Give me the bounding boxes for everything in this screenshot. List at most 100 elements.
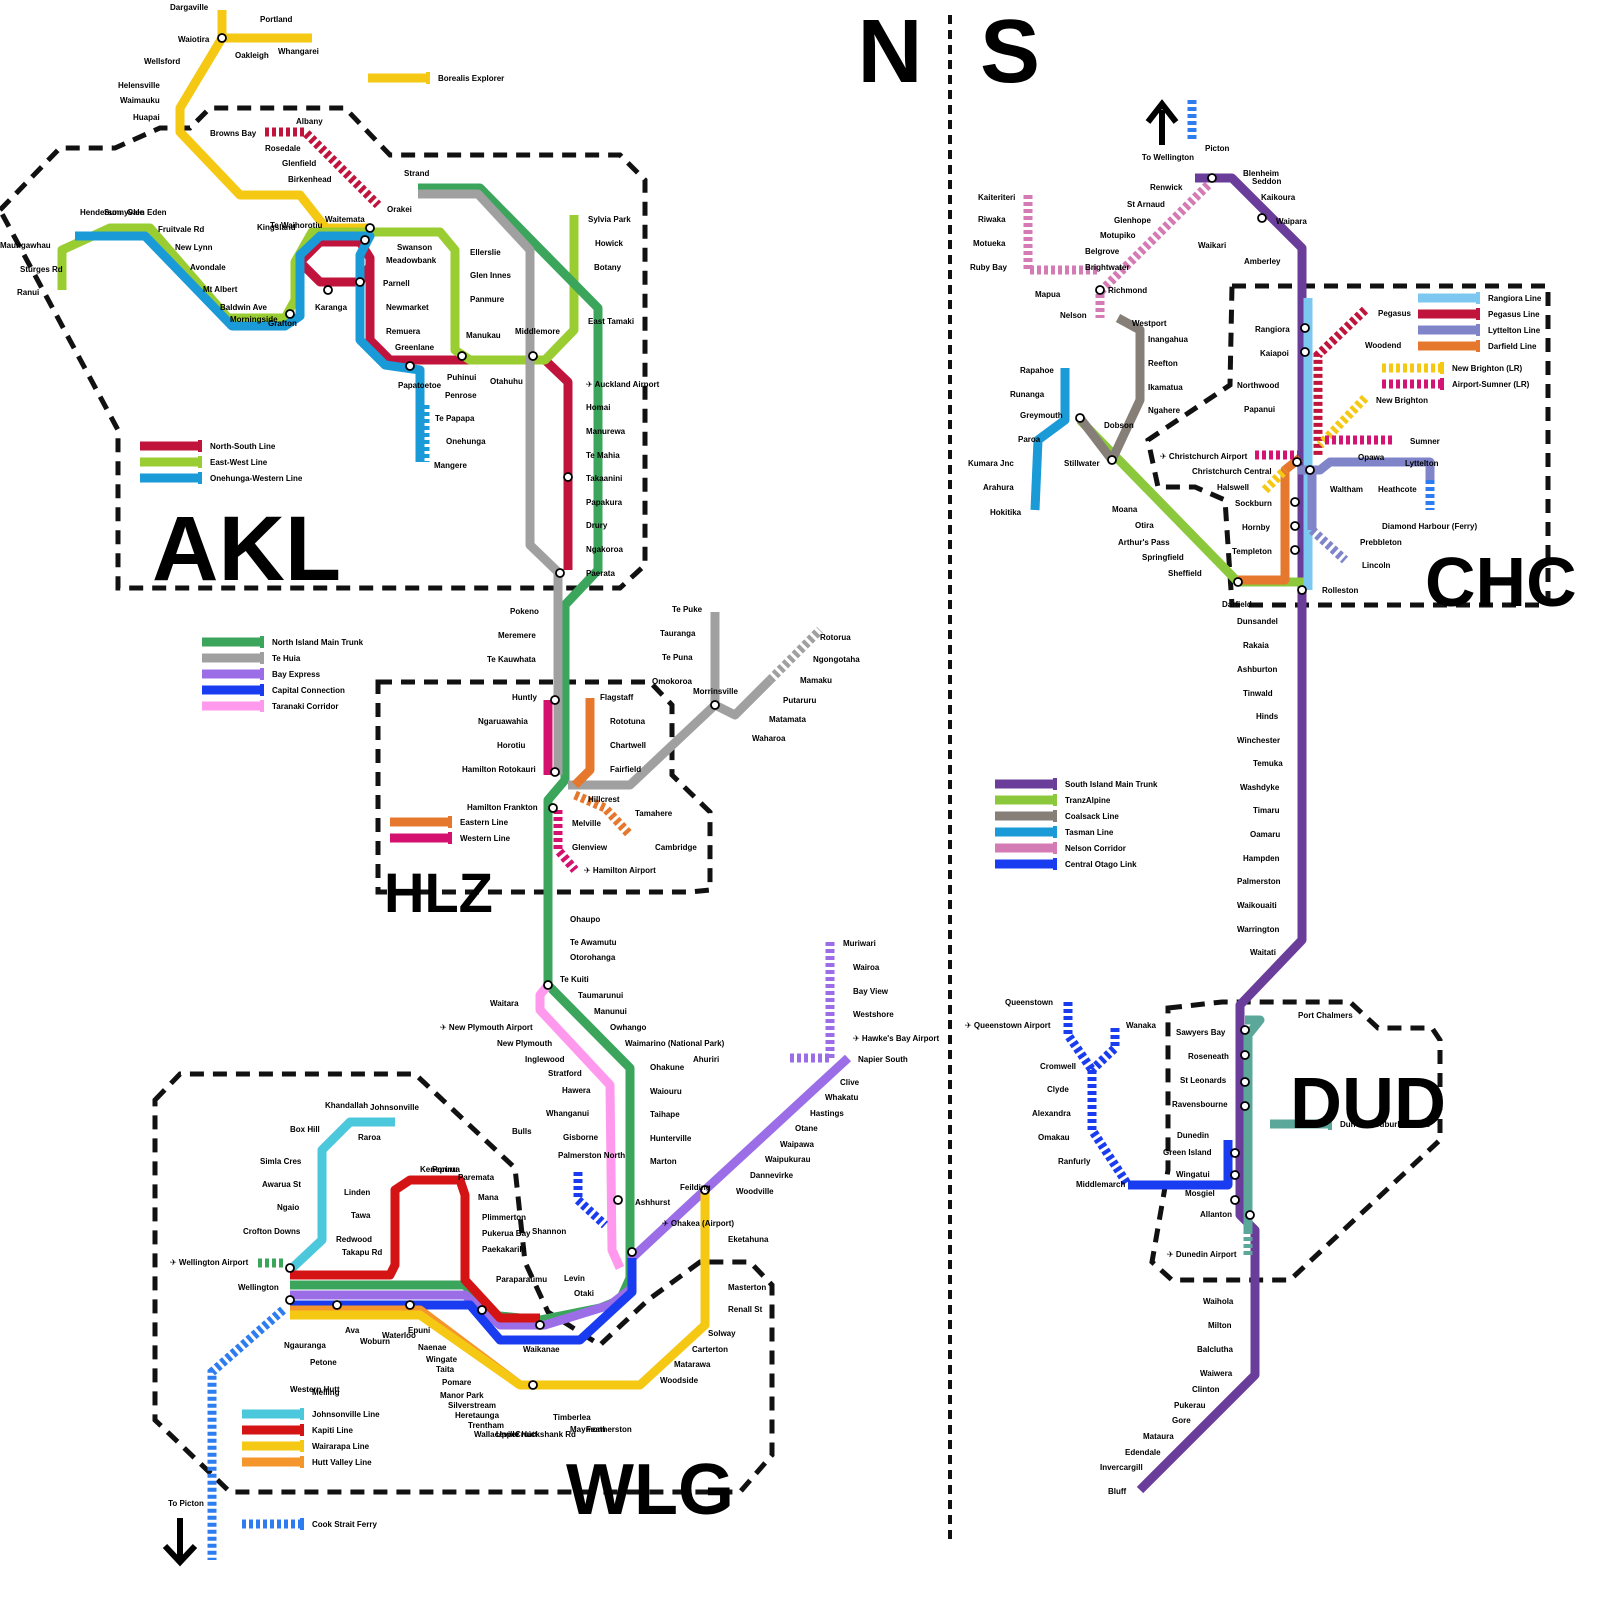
station-label-te-puke: Te Puke [672, 605, 703, 614]
station-label-te-papapa: Te Papapa [435, 414, 475, 423]
interchange-38 [1233, 577, 1243, 587]
station-label-masterton: Masterton [728, 1283, 766, 1292]
station-label-horotiu: Horotiu [497, 741, 526, 750]
line-tasman [1030, 368, 1070, 511]
station-label-seddon: Seddon [1252, 177, 1281, 186]
station-label-wanaka: Wanaka [1126, 1021, 1156, 1030]
station-label-muriwari: Muriwari [843, 939, 876, 948]
station-label-woodend: Woodend [1365, 341, 1401, 350]
station-label-warrington: Warrington [1237, 925, 1279, 934]
legend-label-borealis-explorer: Borealis Explorer [438, 74, 504, 83]
legend-label-pegasus-line: Pegasus Line [1488, 310, 1540, 319]
station-label-hawke-s-bay-airport: ✈ Hawke's Bay Airport [853, 1034, 939, 1043]
interchange-25 [700, 1185, 710, 1195]
station-label-huapai: Huapai [133, 113, 160, 122]
interchange-20 [332, 1300, 342, 1310]
station-label-rakaia: Rakaia [1243, 641, 1269, 650]
station-label-christchurch-central: Christchurch Central [1192, 467, 1272, 476]
station-label-silverstream: Silverstream [448, 1401, 496, 1410]
station-label-ranfurly: Ranfurly [1058, 1157, 1091, 1166]
station-label-manukau: Manukau [466, 331, 501, 340]
station-label-woodside: Woodside [660, 1376, 699, 1385]
station-label-invercargill: Invercargill [1100, 1463, 1143, 1472]
legend-label-bay-express: Bay Express [272, 670, 321, 679]
station-label-motueka: Motueka [973, 239, 1006, 248]
station-label-helensville: Helensville [118, 81, 160, 90]
station-label-rosedale: Rosedale [265, 144, 301, 153]
interchange-0 [217, 33, 227, 43]
station-label-crofton-downs: Crofton Downs [243, 1227, 301, 1236]
legend-label-east-west-line: East-West Line [210, 458, 268, 467]
station-label-cromwell: Cromwell [1040, 1062, 1076, 1071]
station-label-palmerston: Palmerston [1237, 877, 1281, 886]
station-label-linden: Linden [344, 1188, 370, 1197]
station-label-green-island: Green Island [1163, 1148, 1212, 1157]
interchange-12 [550, 767, 560, 777]
station-label-timberlea: Timberlea [553, 1413, 591, 1422]
station-label-greenlane: Greenlane [395, 343, 435, 352]
line-wairarapa [290, 1190, 710, 1390]
interchange-14 [710, 700, 720, 710]
station-label-christchurch-airport: ✈ Christchurch Airport [1160, 452, 1248, 461]
station-label-solway: Solway [708, 1329, 736, 1338]
station-label-remuera: Remuera [386, 327, 421, 336]
station-label-panmure: Panmure [470, 295, 505, 304]
station-label-hornby: Hornby [1242, 523, 1271, 532]
station-label-oamaru: Oamaru [1250, 830, 1280, 839]
station-label-te-awamutu: Te Awamutu [570, 938, 617, 947]
station-label-drury: Drury [586, 521, 608, 530]
station-label-ruby-bay: Ruby Bay [970, 263, 1007, 272]
station-label-pukerua-bay: Pukerua Bay [482, 1229, 531, 1238]
interchange-33 [1292, 457, 1302, 467]
station-label-whanganui: Whanganui [546, 1109, 589, 1118]
station-label-orakei: Orakei [387, 205, 412, 214]
station-label-heathcote: Heathcote [1378, 485, 1417, 494]
north-island-title: N [858, 2, 923, 102]
interchange-5 [285, 309, 295, 319]
station-label-kumara-jnc: Kumara Jnc [968, 459, 1014, 468]
station-label-new-plymouth: New Plymouth [497, 1039, 552, 1048]
station-label-waipara: Waipara [1276, 217, 1307, 226]
station-label-marton: Marton [650, 1157, 677, 1166]
station-label-petone: Petone [310, 1358, 337, 1367]
station-label-raroa: Raroa [358, 1133, 381, 1142]
legend-label-nelson-corridor: Nelson Corridor [1065, 844, 1126, 853]
station-label-cambridge: Cambridge [655, 843, 697, 852]
interchange-35 [1290, 497, 1300, 507]
legend-label-hutt-valley-line: Hutt Valley Line [312, 1458, 372, 1467]
line-kapiti [290, 1175, 540, 1323]
label-to-picton: To Picton [168, 1499, 204, 1508]
region-label-akl: AKL [152, 498, 341, 600]
station-label-mt-albert: Mt Albert [203, 285, 238, 294]
interchange-36 [1290, 521, 1300, 531]
station-label-templeton: Templeton [1232, 547, 1272, 556]
station-label-port-chalmers: Port Chalmers [1298, 1011, 1353, 1020]
station-label-lyttelton: Lyttelton [1405, 459, 1439, 468]
interchange-45 [1230, 1170, 1240, 1180]
station-label-te-kauwhata: Te Kauwhata [487, 655, 536, 664]
station-label-tamahere: Tamahere [635, 809, 673, 818]
line-ns-loop [296, 237, 375, 287]
station-label-waiotira: Waiotira [178, 35, 210, 44]
station-label-waimauku: Waimauku [120, 96, 160, 105]
station-label-woodville: Woodville [736, 1187, 774, 1196]
station-label-ashhurst: Ashhurst [635, 1198, 670, 1207]
station-label-opawa: Opawa [1358, 453, 1385, 462]
interchange-15 [543, 980, 553, 990]
station-label-hunterville: Hunterville [650, 1134, 692, 1143]
station-label-waiwera: Waiwera [1200, 1369, 1233, 1378]
line-dud-suburban [1243, 1015, 1265, 1230]
station-label-strand: Strand [404, 169, 429, 178]
station-label-blenheim: Blenheim [1243, 169, 1279, 178]
station-label-mangere: Mangere [434, 461, 467, 470]
station-label-sockburn: Sockburn [1235, 499, 1272, 508]
station-label-browns-bay: Browns Bay [210, 129, 257, 138]
station-label-taihape: Taihape [650, 1110, 680, 1119]
legend-label-airport-sumner-lr: Airport-Sumner (LR) [1452, 380, 1530, 389]
station-label-dunedin-airport: ✈ Dunedin Airport [1167, 1250, 1237, 1259]
station-label-gore: Gore [1172, 1416, 1191, 1425]
station-label-melling: Melling [312, 1388, 340, 1397]
interchange-43 [1240, 1101, 1250, 1111]
station-label-botany: Botany [594, 263, 622, 272]
